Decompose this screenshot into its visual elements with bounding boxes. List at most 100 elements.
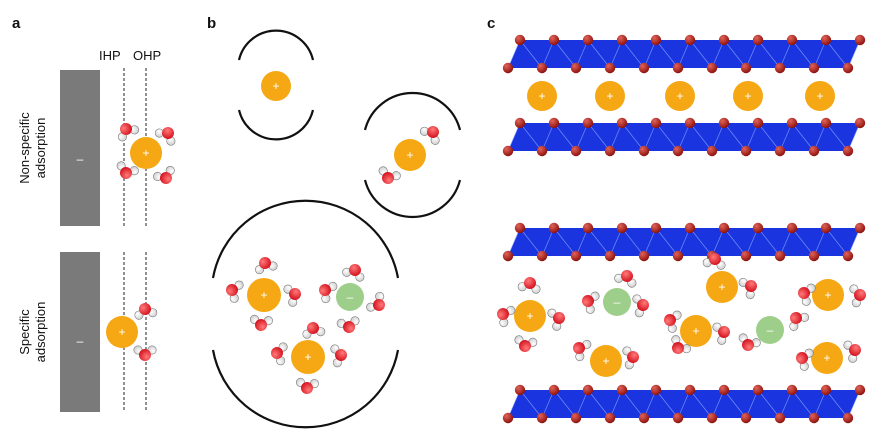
hydration-shell-icon: [211, 349, 400, 429]
oxide-bond: [757, 389, 781, 419]
oxide-atom: [548, 222, 560, 234]
ion-sign: +: [304, 350, 311, 364]
water-molecule-icon: [330, 344, 347, 368]
oxide-atom: [684, 34, 696, 46]
oxide-atom: [740, 250, 752, 262]
water-molecule-icon: [134, 303, 158, 320]
oxygen-atom: [582, 295, 594, 307]
water-molecule-icon: [154, 127, 176, 146]
ion-sign: +: [538, 89, 545, 103]
ion-sign: +: [692, 324, 699, 338]
water-molecule-icon: [614, 270, 637, 288]
cation-icon: +: [706, 271, 738, 303]
water-molecule-icon: [319, 281, 338, 304]
oxide-atom: [854, 384, 866, 396]
oxide-atom: [718, 222, 730, 234]
oxide-atom: [536, 412, 548, 424]
oxide-atom: [842, 62, 854, 74]
cation-icon: +: [394, 139, 426, 171]
oxygen-atom: [307, 322, 319, 334]
oxide-atom: [616, 222, 628, 234]
oxygen-atom: [427, 126, 439, 138]
oxygen-atom: [709, 253, 721, 265]
oxygen-atom: [718, 326, 730, 338]
ion-body: [527, 81, 557, 111]
water-molecule-icon: [843, 340, 861, 363]
oxide-bond: [825, 227, 849, 257]
oxide-atom: [718, 34, 730, 46]
oxygen-atom: [162, 127, 174, 139]
ion-body: [595, 81, 625, 111]
oxide-atom: [706, 412, 718, 424]
oxygen-atom: [382, 172, 394, 184]
oxide-atom: [548, 384, 560, 396]
oxide-bond: [689, 122, 713, 152]
ion-body: [590, 345, 622, 377]
oxide-atom: [582, 384, 594, 396]
oxygen-atom: [524, 277, 536, 289]
water-molecule-icon: [249, 314, 273, 331]
oxygen-atom: [139, 303, 151, 315]
oxide-bond: [825, 39, 849, 69]
ion-body: [130, 137, 162, 169]
ion-body: [733, 81, 763, 111]
ion-body: [812, 279, 844, 311]
oxide-atom: [752, 384, 764, 396]
cation-icon: +: [590, 345, 622, 377]
hydration-shell-icon: [237, 29, 315, 61]
oxide-atom: [820, 117, 832, 129]
cation-icon: +: [733, 81, 763, 111]
water-molecule-icon: [366, 291, 385, 312]
oxide-atom: [842, 145, 854, 157]
anion-icon: –: [603, 288, 631, 316]
oxide-bond: [587, 39, 611, 69]
oxide-bond: [519, 122, 543, 152]
oxide-atom: [570, 412, 582, 424]
oxide-atom: [638, 250, 650, 262]
oxygen-atom: [854, 289, 866, 301]
water-molecule-icon: [671, 335, 692, 354]
oxygen-atom: [497, 308, 509, 320]
ion-sign: +: [718, 280, 725, 294]
electrode-top: [60, 70, 100, 226]
oxide-atom: [536, 145, 548, 157]
hydration-shell-icon: [363, 92, 462, 131]
cation-icon: +: [130, 137, 162, 169]
panel-c-oxide-layers: [502, 34, 866, 424]
oxide-atom: [536, 62, 548, 74]
row1-label-line1: Non-specific: [17, 112, 32, 184]
water-molecule-icon: [738, 277, 757, 300]
water-molecule-icon: [573, 339, 592, 362]
water-molecule-icon: [133, 345, 157, 361]
oxygen-atom: [798, 287, 810, 299]
cation-icon: +: [665, 81, 695, 111]
oxide-bond: [655, 227, 679, 257]
oxide-atom: [820, 34, 832, 46]
ion-body: [603, 288, 631, 316]
oxide-atom: [752, 222, 764, 234]
water-molecule-icon: [378, 166, 401, 184]
oxide-bond: [519, 389, 543, 419]
oxide-bond: [689, 389, 713, 419]
ion-sign: +: [816, 89, 823, 103]
oxide-atom: [672, 250, 684, 262]
oxide-bond: [553, 389, 577, 419]
ion-body: [106, 316, 138, 348]
panel-label-c: c: [487, 15, 495, 32]
oxide-atom: [808, 412, 820, 424]
ion-body: [261, 71, 291, 101]
water-molecule-icon: [116, 161, 139, 179]
oxide-atom: [706, 145, 718, 157]
oxide-atom: [842, 412, 854, 424]
oxide-atom: [502, 412, 514, 424]
oxide-atom: [786, 34, 798, 46]
oxide-atom: [820, 222, 832, 234]
hydration-shell-icon: [211, 199, 400, 279]
ion-sign: +: [606, 89, 613, 103]
oxide-atom: [740, 412, 752, 424]
oxide-bond: [553, 122, 577, 152]
oxide-bond: [621, 227, 645, 257]
water-molecule-icon: [702, 253, 726, 270]
water-molecule-icon: [738, 333, 761, 351]
